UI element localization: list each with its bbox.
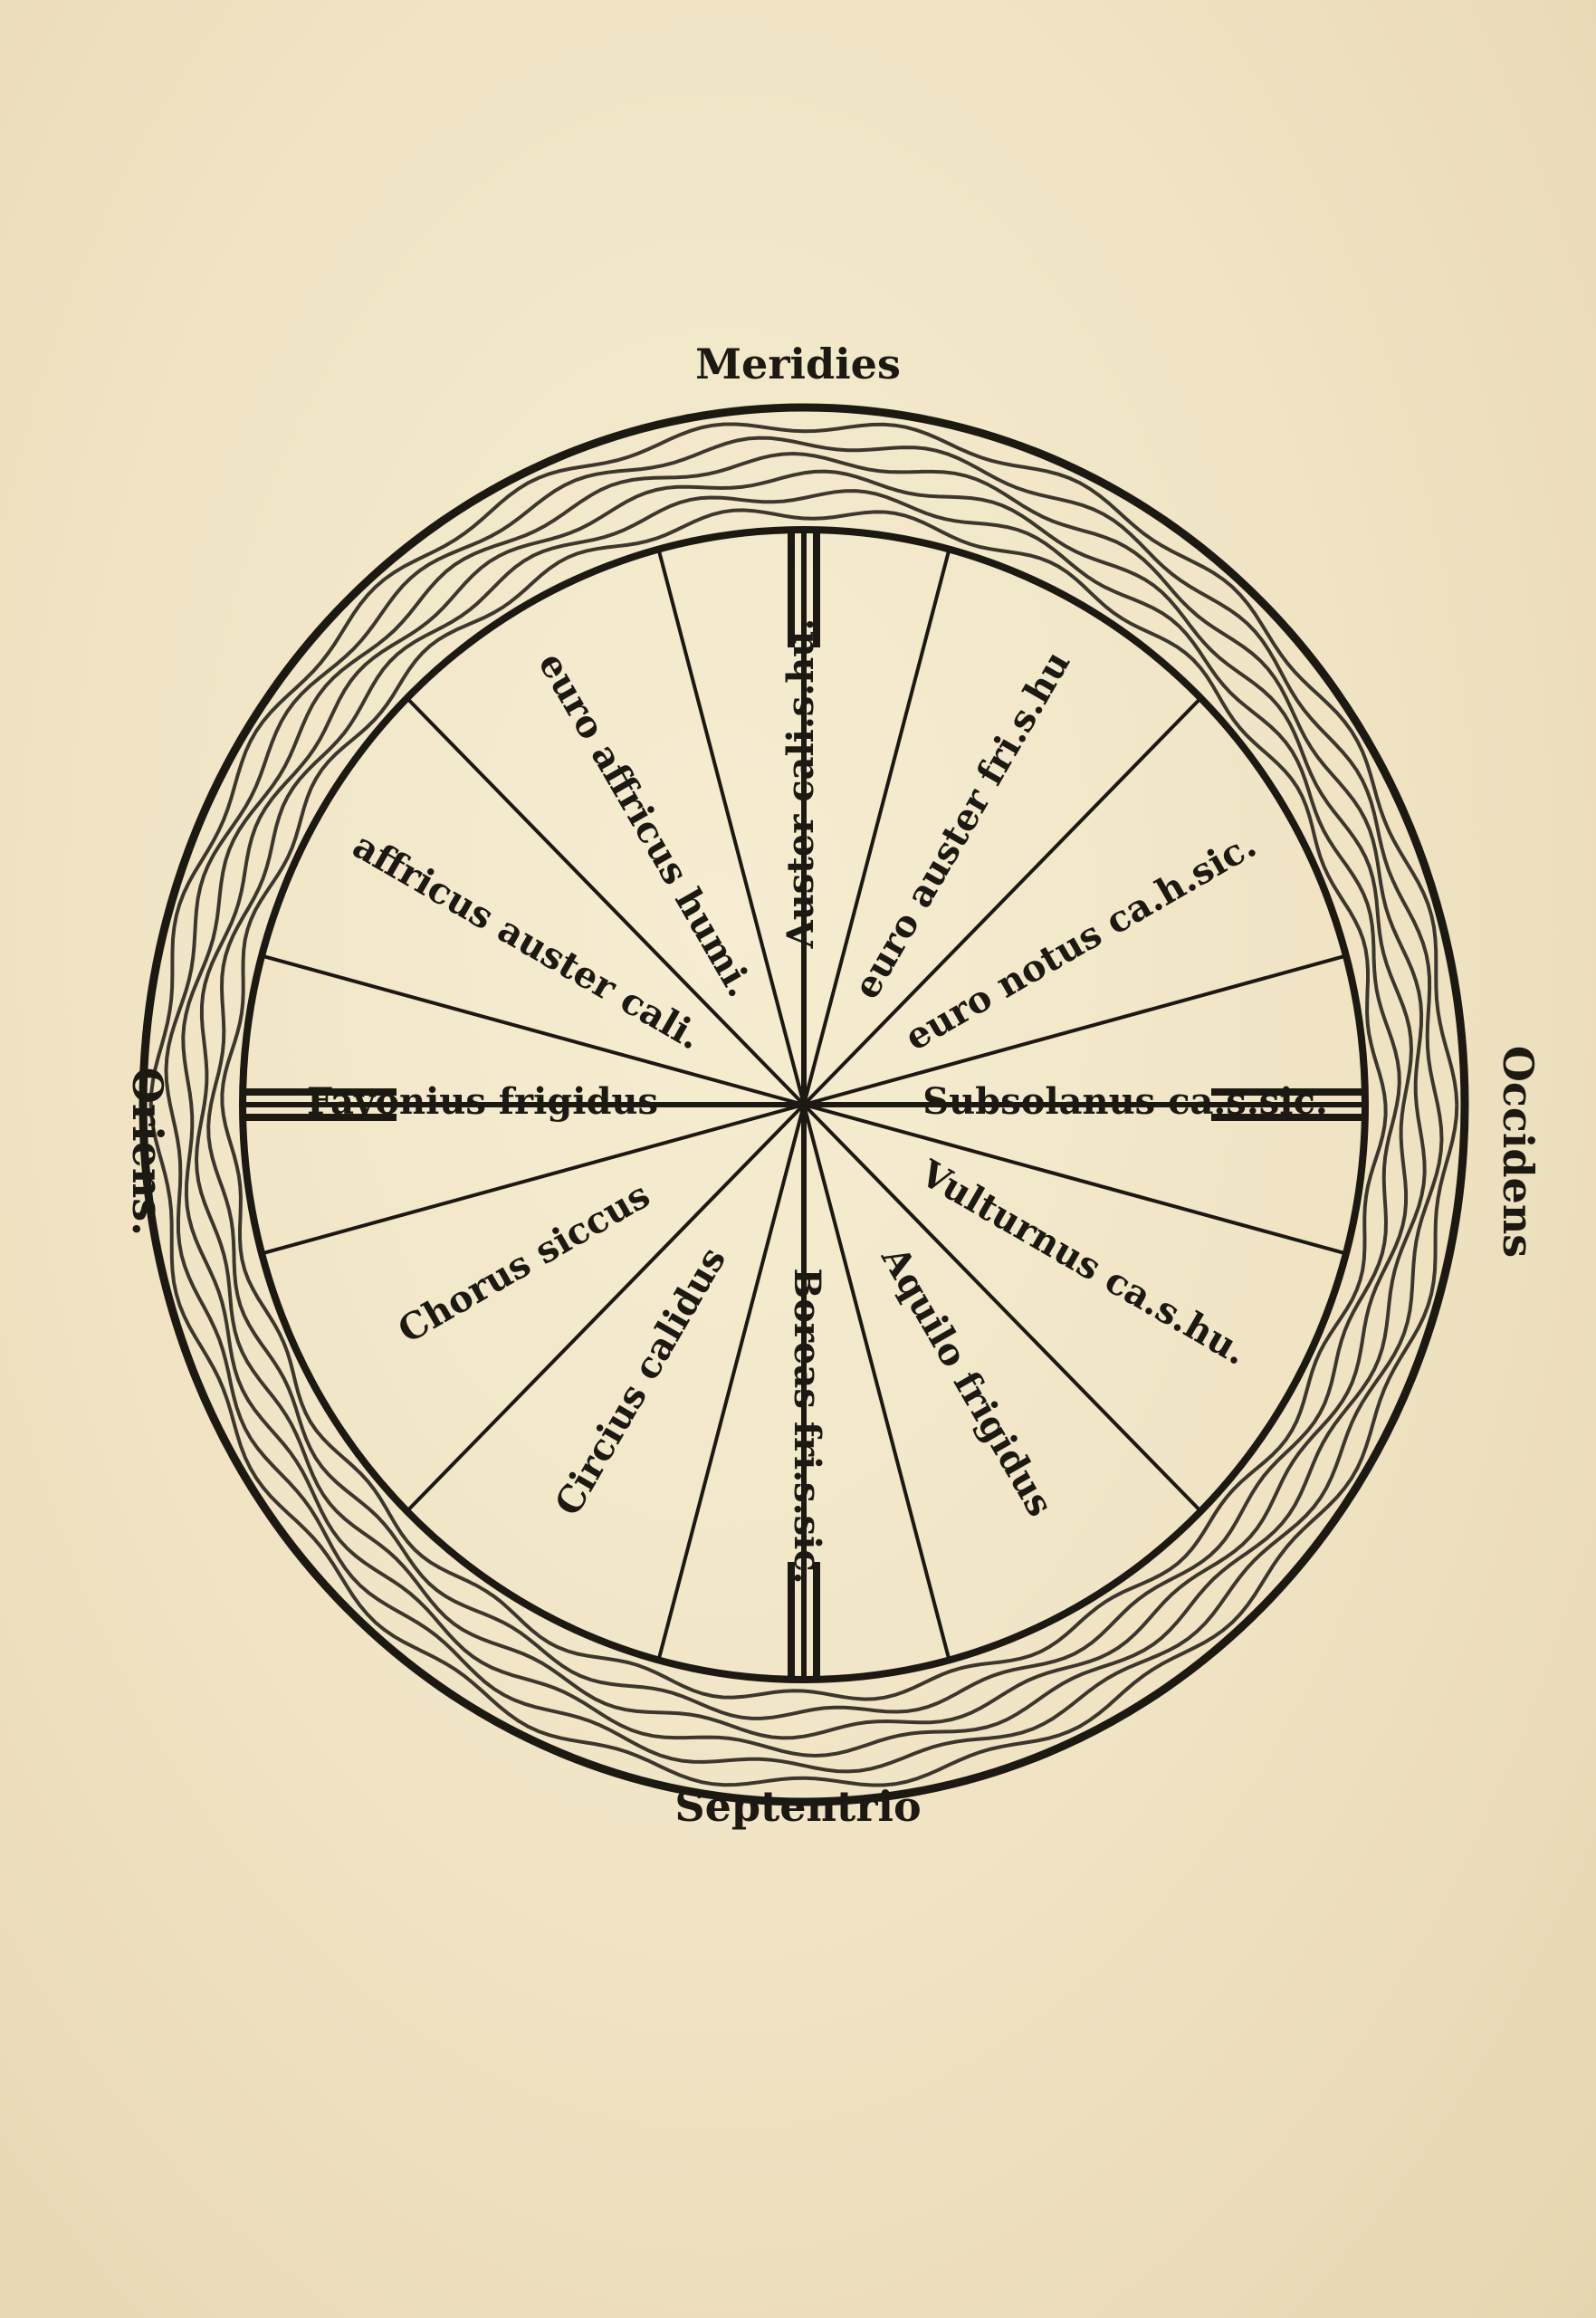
wind-spoke xyxy=(261,1103,805,1256)
ring-wave-line xyxy=(164,436,1444,1774)
wind-spokes xyxy=(243,530,1365,1680)
wind-spoke xyxy=(406,1103,806,1513)
ring-wave-line xyxy=(206,489,1401,1720)
wind-spoke xyxy=(802,1104,951,1661)
ring-wave-line xyxy=(194,469,1414,1740)
wind-spoke xyxy=(656,549,806,1106)
wind-spoke xyxy=(803,953,1347,1106)
wind-label: Auster cali.s.hu. xyxy=(779,618,822,950)
wind-spoke xyxy=(802,1103,1202,1513)
wind-label: Boreas fri.s.sic. xyxy=(786,1268,828,1584)
cardinal-label-top: Meridies xyxy=(695,340,901,388)
ring-wave-line xyxy=(220,508,1388,1701)
wind-label: Chorus siccus xyxy=(391,1173,657,1352)
wind-spoke xyxy=(802,549,951,1106)
wind-spoke xyxy=(406,696,806,1106)
ring-wave-line xyxy=(148,422,1459,1787)
wind-label: Subsolanus ca.s.sic. xyxy=(922,1080,1328,1123)
cardinal-label-right: Occidens xyxy=(1494,1045,1543,1259)
wind-spoke xyxy=(656,1104,806,1661)
ring-wave-line xyxy=(181,451,1427,1758)
wind-spoke xyxy=(802,696,1202,1106)
cardinal-label-bottom: Septentrio xyxy=(674,1782,922,1831)
ring-outer-edge xyxy=(139,403,1469,1806)
wind-spoke xyxy=(803,1103,1347,1256)
wind-label: Favonius frigidus xyxy=(307,1080,658,1123)
wind-spoke xyxy=(261,953,805,1106)
cardinal-label-left: Oriens. xyxy=(123,1067,173,1237)
